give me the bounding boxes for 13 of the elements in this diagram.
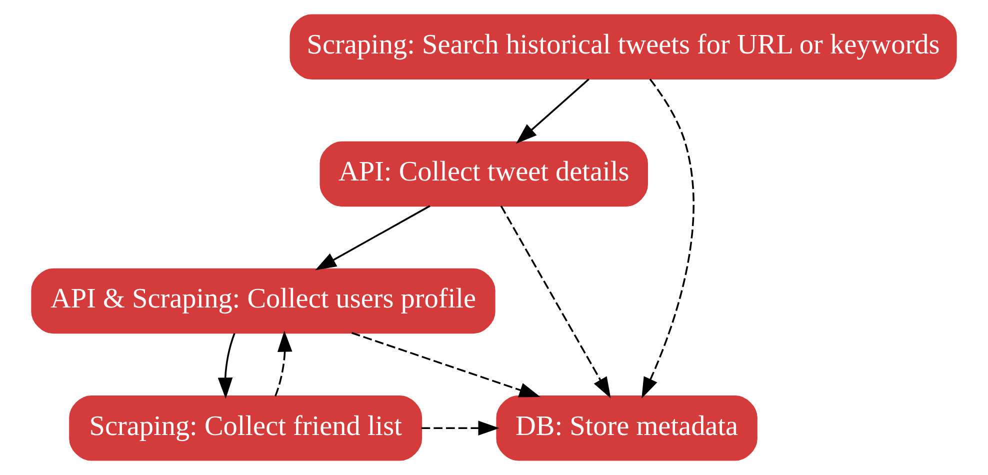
- arrow: [421, 420, 500, 436]
- arrow: [500, 206, 611, 398]
- node-box: Scraping: Collect friend list: [69, 395, 422, 461]
- node-box: API: Collect tweet details: [320, 141, 648, 207]
- arrow: [516, 78, 590, 144]
- arrow: [274, 330, 292, 396]
- arrow: [351, 332, 540, 398]
- node-box: DB: Store metadata: [496, 395, 758, 461]
- node-box: Scraping: Search historical tweets for URL or keywords: [290, 14, 957, 80]
- arrow: [642, 78, 694, 398]
- arrow: [315, 205, 430, 270]
- arrow: [218, 333, 236, 399]
- node-box: API & Scraping: Collect users profile: [31, 268, 496, 334]
